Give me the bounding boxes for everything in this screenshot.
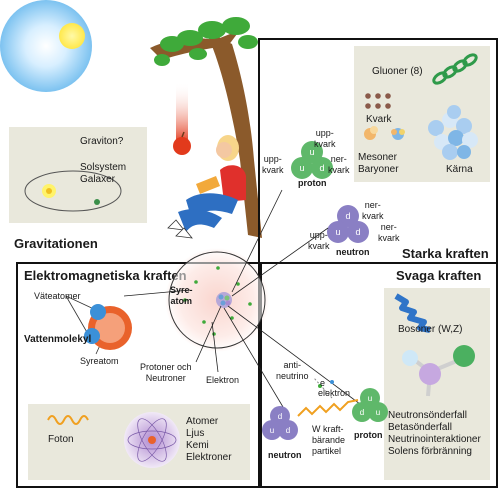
neutron-nerkvark-top-label: ner- kvark	[362, 200, 384, 221]
gravity-orbit-diagram	[24, 170, 122, 212]
person-reading	[167, 135, 246, 239]
proton-quarks: u u d	[291, 141, 333, 179]
neutronsonderfall-label: Neutronsönderfall	[388, 410, 467, 421]
water-molecule	[65, 295, 132, 355]
weak-proton-label: proton	[354, 430, 383, 440]
em-force-frame	[16, 262, 262, 488]
mesoner-label: Mesoner	[358, 152, 397, 163]
gravity-title: Gravitationen	[14, 236, 98, 251]
neutron-quarks: d u d	[327, 205, 369, 243]
em-panel-art	[47, 412, 180, 468]
galaxer-label: Galaxer	[80, 174, 116, 185]
apple	[173, 137, 191, 155]
boson-zigzag	[394, 293, 431, 333]
weak-force-title: Svaga kraften	[396, 268, 482, 283]
tree	[150, 17, 262, 238]
weak-neutron-label: neutron	[268, 450, 302, 460]
proton-quark-u1: u	[309, 147, 314, 157]
boson-molecule	[402, 345, 475, 397]
vattenmolekyl-label: Vattenmolekyl	[24, 334, 92, 345]
solsystem-label: Solsystem	[80, 162, 127, 173]
neutron-label-strong: neutron	[336, 247, 370, 257]
antineutrino-label: anti- neutrino	[276, 360, 309, 381]
apple-motion-beam	[176, 82, 188, 140]
vateatomer-label: Väteatomer	[34, 291, 81, 301]
decay-neutron-quark-d1: d	[278, 412, 282, 421]
neutron-quark-d1: d	[345, 211, 350, 221]
elektron-weak-label: elektron	[318, 388, 351, 398]
photon-wave	[47, 415, 89, 425]
beta-decay-diagram: d u d u d u	[262, 377, 388, 440]
foton-label: Foton	[48, 434, 74, 445]
sun	[59, 23, 85, 49]
proton-quark-u2: u	[299, 163, 304, 173]
proton-uppkvark-top-label: upp- kvark	[314, 128, 336, 149]
central-nucleus	[216, 292, 232, 308]
neutron-quark-u: u	[335, 227, 340, 237]
quark-dots	[365, 93, 391, 109]
proton-nerkvark-label: ner- kvark	[328, 154, 350, 175]
graviton-label: Graviton?	[80, 136, 124, 147]
betasonderfall-label: Betasönderfall	[388, 422, 452, 433]
weak-force-frame	[258, 262, 498, 488]
weak-panel	[384, 288, 490, 480]
sky-glow	[0, 0, 92, 92]
proton-quark-d: d	[319, 163, 324, 173]
kemi-label: Kemi	[186, 440, 209, 451]
strong-force-title: Starka kraften	[402, 246, 489, 261]
protoner-neutroner-label: Protoner och Neutroner	[140, 362, 192, 383]
karna-label: Kärna	[446, 164, 473, 175]
gravity-panel	[9, 127, 147, 223]
strong-force-panel	[354, 46, 490, 182]
baryoner-label: Baryoner	[358, 164, 399, 175]
strong-force-particles	[364, 53, 478, 160]
solens-forbranning-label: Solens förbränning	[388, 446, 472, 457]
proton-uppkvark-left-label: upp- kvark	[262, 154, 284, 175]
elektroner-label: Elektroner	[186, 452, 232, 463]
central-syreatom-label: Syre- atom	[170, 285, 193, 306]
neutrinointeraktioner-label: Neutrinointeraktioner	[388, 434, 481, 445]
neutron-nerkvark-right-label: ner- kvark	[378, 222, 400, 243]
nucleus-cluster	[428, 105, 478, 160]
gluon-chain	[432, 53, 478, 85]
e-symbol-label: e	[320, 378, 326, 388]
elektron-label: Elektron	[206, 375, 240, 385]
decay-neutron-quark-d2: d	[286, 426, 290, 435]
weak-panel-art	[394, 293, 475, 397]
kvark-label: Kvark	[366, 114, 392, 125]
ljus-label: Ljus	[186, 428, 205, 439]
w-boson-path	[297, 399, 359, 417]
em-force-title: Elektromagnetiska kraften	[24, 268, 187, 283]
w-particle-label: W kraft- bärande partikel	[312, 424, 346, 456]
gluoner-label: Gluoner (8)	[372, 66, 423, 77]
electron-dots	[183, 266, 252, 336]
decay-proton-quark-u1: u	[368, 394, 372, 403]
neutron-quark-d2: d	[355, 227, 360, 237]
decay-proton-quark-d: d	[360, 408, 364, 417]
atomer-label: Atomer	[186, 416, 219, 427]
decay-neutron-quark-u: u	[270, 426, 274, 435]
decay-proton-quark-u2: u	[376, 408, 380, 417]
proton-label: proton	[298, 178, 327, 188]
bosoner-label: Bosoner (W,Z)	[398, 324, 463, 335]
syreatom-label: Syreatom	[80, 356, 119, 366]
